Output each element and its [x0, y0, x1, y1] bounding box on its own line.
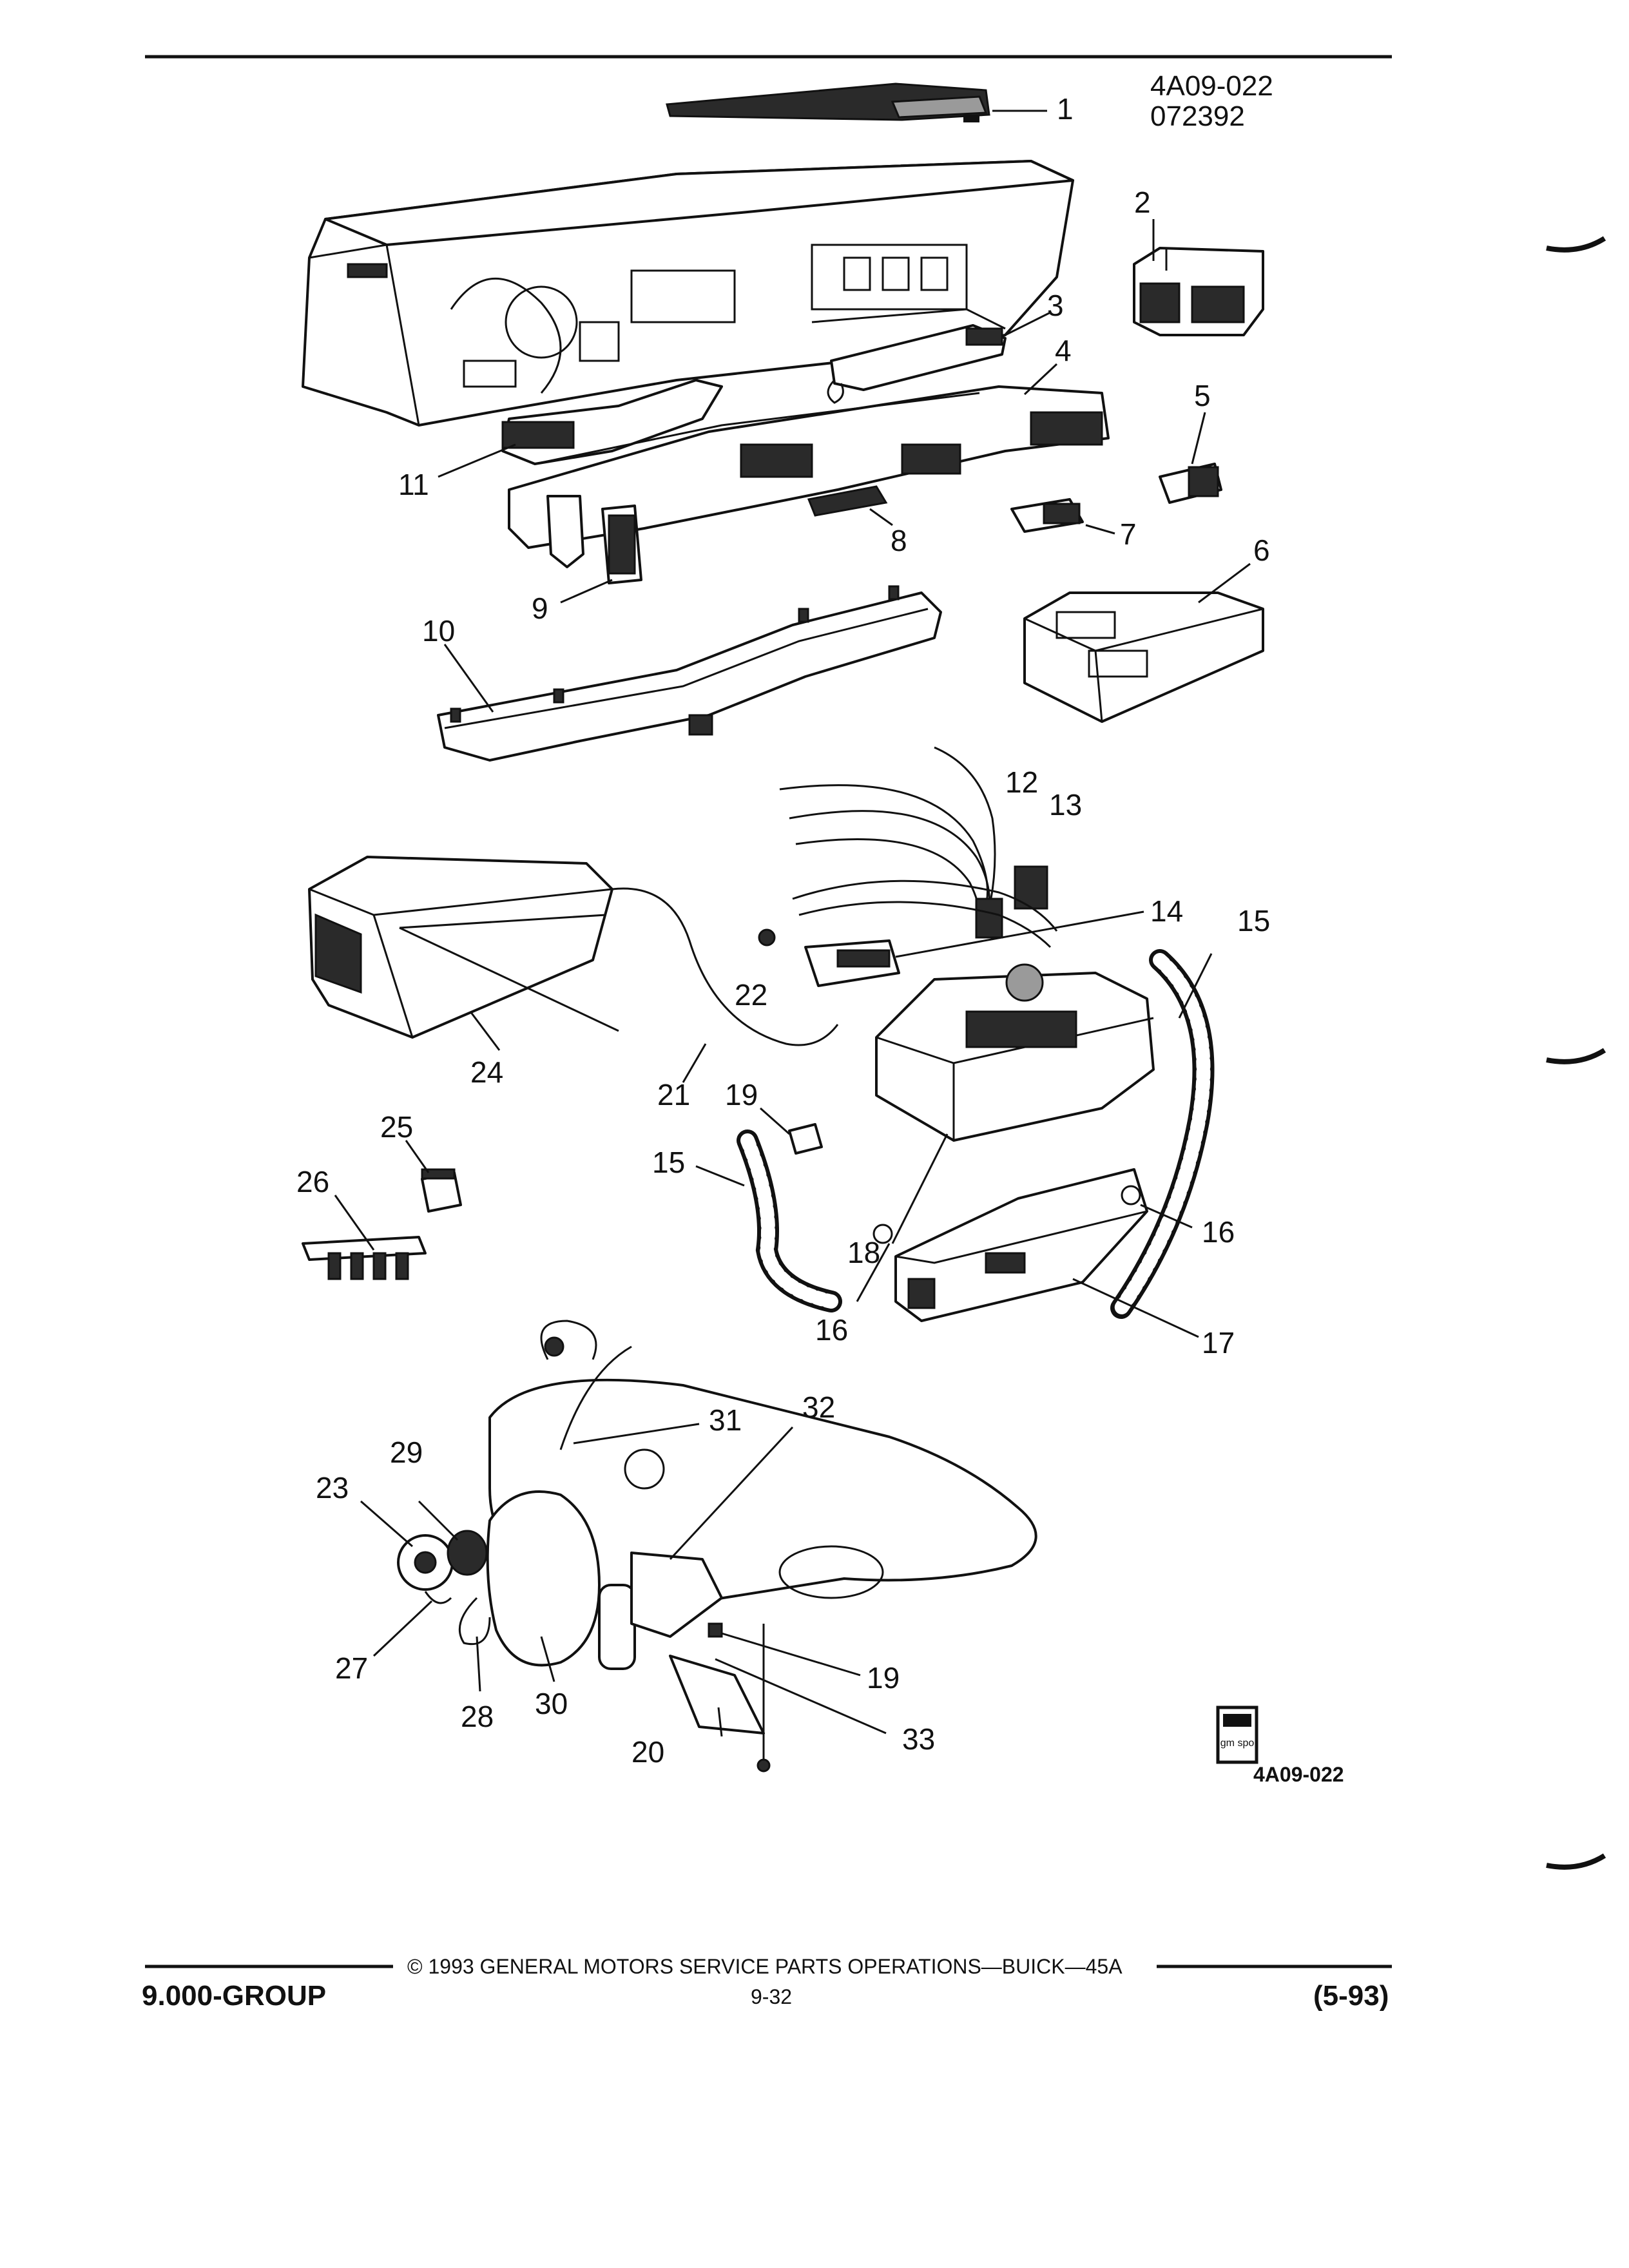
part-6-tray [1023, 591, 1264, 723]
part-12-13-14-22-control-cables [758, 746, 1058, 987]
callout-4: 4 [1055, 334, 1072, 367]
callout-27: 27 [335, 1651, 368, 1685]
part-29-blower-wheel [447, 1530, 488, 1576]
callout-32: 32 [802, 1390, 835, 1424]
part-33-cover [669, 1655, 765, 1735]
callout-20: 20 [631, 1735, 664, 1769]
part-19-clip-upper [788, 1123, 823, 1155]
callout-2: 2 [1134, 186, 1151, 219]
callout-30: 30 [535, 1687, 568, 1720]
callout-15-right: 15 [1237, 904, 1270, 937]
callout-9: 9 [532, 591, 548, 625]
part-16-clamp-left [872, 1224, 893, 1244]
footer-copyright: © 1993 GENERAL MOTORS SERVICE PARTS OPER… [407, 1955, 1123, 1978]
callout-31: 31 [709, 1403, 742, 1437]
callout-18: 18 [847, 1236, 880, 1269]
callout-23: 23 [316, 1471, 349, 1504]
binding-mark-2 [1546, 1048, 1606, 1064]
part-4-11-main-air-duct [501, 379, 1110, 568]
callout-16-right: 16 [1202, 1215, 1235, 1249]
instrument-panel-carrier [302, 160, 1074, 427]
date-code-header: 072392 [1150, 101, 1245, 132]
callout-25: 25 [380, 1110, 413, 1144]
badge-figure-code: 4A09-022 [1253, 1763, 1344, 1786]
part-9-grille [601, 505, 642, 584]
callout-17: 17 [1202, 1326, 1235, 1360]
callout-29: 29 [390, 1436, 423, 1469]
callout-10: 10 [422, 614, 455, 648]
part-30-blower-case [486, 1490, 723, 1670]
part-2-side-outlet [1133, 247, 1264, 336]
part-5-outlet [1159, 463, 1222, 504]
callout-19-upper: 19 [725, 1078, 758, 1111]
callout-3: 3 [1047, 289, 1064, 322]
part-18-hvac-case [875, 963, 1155, 1142]
binding-mark-1 [1546, 236, 1606, 253]
callout-11: 11 [398, 468, 429, 501]
figure-code-header: 4A09-022 [1150, 70, 1273, 102]
fastener [757, 1758, 771, 1773]
callout-12: 12 [1005, 765, 1038, 799]
callout-8: 8 [891, 524, 907, 557]
part-21-cable [612, 887, 839, 1046]
part-27-wire [424, 1591, 452, 1604]
callout-16-left: 16 [815, 1313, 848, 1347]
part-8-grille [807, 485, 888, 517]
footer-page-number: 9-32 [751, 1985, 792, 2008]
footer-edition: (5-93) [1313, 1980, 1389, 2012]
part-10-lower-duct [437, 585, 942, 762]
footer-group: 9.000-GROUP [142, 1980, 326, 2012]
part-19-clip-lower [708, 1622, 723, 1638]
callout-24: 24 [470, 1055, 503, 1089]
part-3-duct [827, 324, 1007, 404]
part-7-outlet [1010, 498, 1084, 533]
callout-13: 13 [1049, 788, 1082, 822]
callout-7: 7 [1120, 517, 1137, 551]
callout-6: 6 [1253, 533, 1270, 567]
callout-22: 22 [735, 978, 767, 1012]
callout-21: 21 [657, 1078, 690, 1111]
callout-5: 5 [1194, 379, 1211, 412]
gm-spo-logo-text: gm spo [1220, 1738, 1255, 1749]
part-23-blower-motor [397, 1534, 454, 1591]
part-17-lower-housing [894, 1168, 1148, 1322]
part-24-evaporator-case [308, 856, 613, 1039]
binding-mark-3 [1546, 1853, 1606, 1870]
callout-19-lower: 19 [867, 1661, 900, 1695]
callout-1: 1 [1057, 92, 1074, 126]
callout-26: 26 [296, 1165, 329, 1198]
callout-28: 28 [461, 1700, 494, 1733]
callout-33: 33 [902, 1722, 935, 1756]
part-1-defroster-grille [666, 82, 990, 122]
part-25-resistor [421, 1168, 462, 1213]
gm-spo-badge: gm spo [1216, 1706, 1258, 1764]
part-26-bracket [302, 1236, 427, 1280]
part-28-wire [458, 1597, 491, 1645]
callout-14: 14 [1150, 894, 1183, 928]
part-16-clamp-right [1121, 1185, 1141, 1206]
callout-15-left: 15 [652, 1146, 685, 1179]
